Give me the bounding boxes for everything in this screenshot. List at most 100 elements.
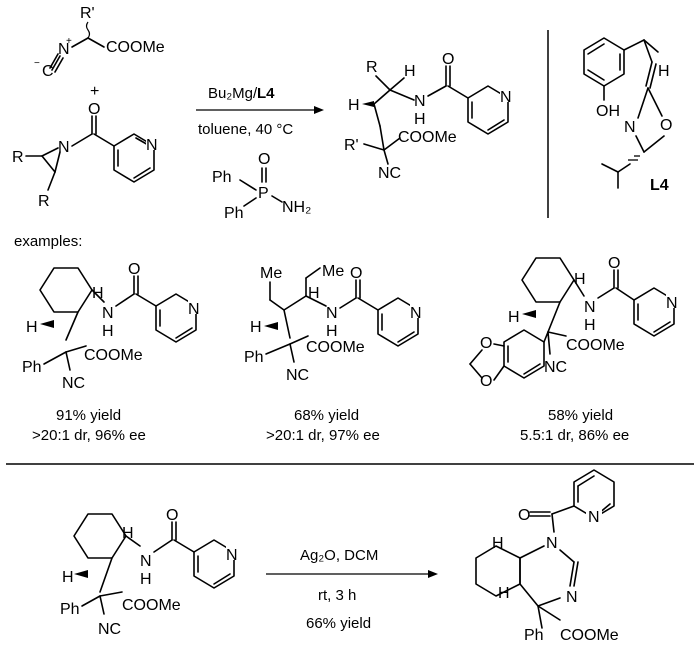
example-2-selectivity: >20:1 dr, 97% ee	[266, 427, 380, 444]
svg-text:N: N	[566, 589, 578, 606]
example-1-selectivity: >20:1 dr, 96% ee	[32, 427, 146, 444]
svg-text:O: O	[608, 255, 620, 272]
svg-text:Ph: Ph	[524, 627, 544, 644]
svg-text:H: H	[102, 323, 114, 340]
svg-text:N: N	[624, 119, 636, 136]
svg-text:COOMe: COOMe	[122, 597, 181, 614]
example-3-yield: 58% yield	[548, 407, 613, 424]
svg-text:NC: NC	[62, 375, 85, 392]
svg-text:H: H	[250, 319, 262, 336]
svg-text:NH₂: NH₂	[282, 199, 311, 216]
reaction1-arrow: Bu₂Mg/ L4 toluene, 40 °C	[196, 85, 324, 138]
svg-text:H: H	[414, 111, 426, 128]
svg-text:H: H	[584, 317, 596, 334]
svg-text:COOMe: COOMe	[560, 627, 619, 644]
svg-text:O: O	[350, 265, 362, 282]
svg-text:N: N	[326, 305, 338, 322]
reaction2-starting-material: H N H O N H Ph COOMe NC	[60, 507, 240, 638]
conditions-label: toluene, 40 °C	[198, 121, 293, 138]
svg-text:H: H	[122, 525, 134, 542]
svg-text:O: O	[480, 335, 492, 352]
svg-text:N: N	[188, 301, 200, 318]
svg-text:NC: NC	[544, 359, 567, 376]
isocyanide-ester: COOMe	[106, 39, 165, 56]
ligand-l4-structure: H OH N O L4	[583, 37, 672, 194]
svg-text:H: H	[348, 97, 360, 114]
reaction2-reagent: Ag₂O, DCM	[300, 547, 378, 564]
reaction2-product: N O N N H H Ph COOMe	[475, 469, 619, 644]
example-3: H N H O N H COOMe NC O O 58% yield 5.5:1…	[469, 255, 680, 444]
svg-text:O: O	[166, 507, 178, 524]
svg-text:COOMe: COOMe	[566, 337, 625, 354]
reagent-label: Bu₂Mg/	[208, 85, 258, 102]
svg-text:H: H	[574, 271, 586, 288]
plus-sign: +	[90, 83, 99, 100]
reaction2-yield: 66% yield	[306, 615, 371, 632]
svg-text:P: P	[258, 185, 269, 202]
svg-text:−: −	[34, 58, 40, 69]
svg-text:Ph: Ph	[244, 349, 264, 366]
aziridine-r1: R	[12, 149, 24, 166]
svg-text:OH: OH	[596, 103, 620, 120]
svg-text:NC: NC	[286, 367, 309, 384]
svg-text:O: O	[480, 373, 492, 390]
svg-text:H: H	[326, 323, 338, 340]
svg-text:N: N	[140, 553, 152, 570]
svg-text:O: O	[258, 151, 270, 168]
isocyanide-n: N	[58, 41, 70, 58]
svg-text:H: H	[140, 571, 152, 588]
examples-heading: examples:	[14, 233, 82, 250]
svg-text:Ph: Ph	[22, 359, 42, 376]
example-2: Me H H Me N H O N Ph COOMe NC 68% yield …	[244, 263, 424, 444]
svg-text:H: H	[658, 63, 670, 80]
svg-text:H: H	[498, 585, 510, 602]
svg-text:N: N	[546, 535, 558, 552]
example-1-yield: 91% yield	[56, 407, 121, 424]
svg-text:R: R	[366, 59, 378, 76]
aziridine-n: N	[58, 139, 70, 156]
svg-text:O: O	[660, 117, 672, 134]
ligand-l4-label: L4	[650, 177, 669, 194]
aziridine-reagent: R R N O N	[12, 101, 160, 210]
svg-text:N: N	[588, 509, 600, 526]
reaction1-product: R H H N H O N R' COOMe NC	[344, 51, 514, 182]
svg-text:Me: Me	[260, 265, 282, 282]
svg-text:N: N	[666, 295, 678, 312]
svg-text:H: H	[62, 569, 74, 586]
example-2-yield: 68% yield	[294, 407, 359, 424]
reaction2-time: rt, 3 h	[318, 587, 356, 604]
svg-text:H: H	[404, 63, 416, 80]
isocyanide-r: R'	[80, 5, 95, 22]
svg-text:COOMe: COOMe	[398, 129, 457, 146]
svg-text:N: N	[584, 299, 596, 316]
ligand-label: L4	[257, 85, 275, 102]
isocyanide-c: C	[42, 63, 54, 80]
svg-text:O: O	[128, 261, 140, 278]
example-3-selectivity: 5.5:1 dr, 86% ee	[520, 427, 629, 444]
svg-text:N: N	[102, 305, 114, 322]
isocyanide-reagent: C − N + R' COOMe	[34, 5, 165, 80]
svg-text:COOMe: COOMe	[84, 347, 143, 364]
svg-text:Ph: Ph	[224, 205, 244, 222]
aziridine-r2: R	[38, 193, 50, 210]
svg-text:+: +	[66, 36, 72, 47]
svg-text:H: H	[92, 285, 104, 302]
aziridine-o: O	[88, 101, 100, 118]
phosphinamide-additive: Ph O P Ph NH₂	[212, 151, 311, 222]
svg-text:H: H	[508, 309, 520, 326]
reaction2-arrow: Ag₂O, DCM rt, 3 h 66% yield	[266, 547, 438, 632]
svg-text:H: H	[492, 535, 504, 552]
svg-text:COOMe: COOMe	[306, 339, 365, 356]
aziridine-pyridine-n: N	[146, 137, 158, 154]
svg-text:N: N	[410, 305, 422, 322]
svg-text:H: H	[26, 319, 38, 336]
svg-text:Me: Me	[322, 263, 344, 280]
svg-text:O: O	[442, 51, 454, 68]
example-1: H N H O N H Ph COOMe NC 91% yield >20:1 …	[22, 261, 202, 444]
svg-text:NC: NC	[378, 165, 401, 182]
svg-text:N: N	[414, 93, 426, 110]
svg-text:N: N	[226, 547, 238, 564]
svg-text:R': R'	[344, 137, 359, 154]
